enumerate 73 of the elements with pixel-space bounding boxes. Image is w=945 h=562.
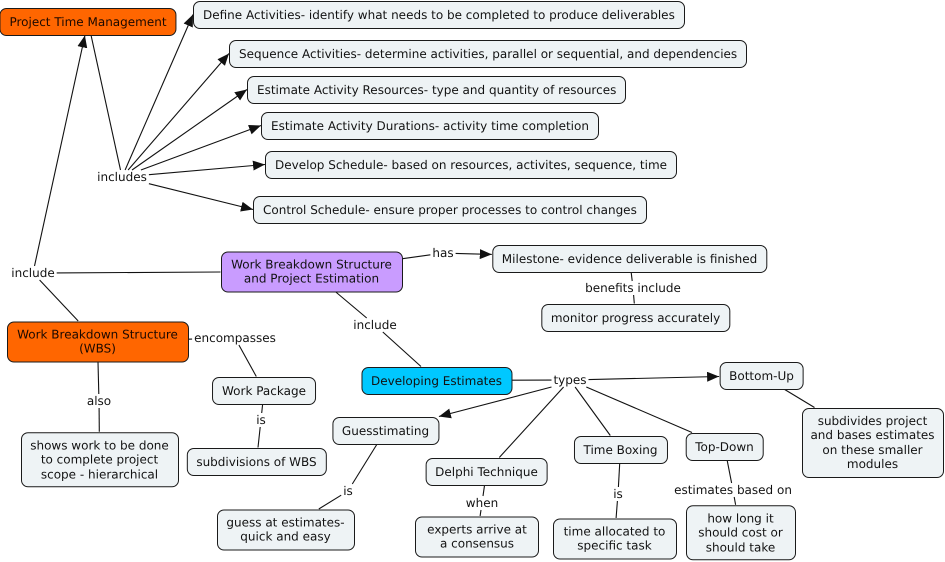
concept-box: Delphi Technique: [425, 458, 548, 486]
linking-phrase: include: [9, 266, 57, 280]
concept-box: Top-Down: [685, 432, 764, 460]
connector-line: [784, 389, 815, 408]
arrow: [148, 183, 254, 212]
concept-box: Define Activities- identify what needs to be completed to produce deliverables: [193, 0, 685, 28]
concept-box: monitor progress accurately: [540, 304, 730, 332]
arrow: [438, 386, 552, 418]
linking-phrase: benefits include: [583, 281, 683, 295]
linking-phrase: is: [341, 484, 355, 498]
connector-line: [98, 408, 100, 432]
concept-box: Estimate Activity Durations- activity time completion: [261, 112, 599, 140]
arrow: [456, 249, 492, 260]
concept-box: shows work to be done to complete project scope - hierarchical: [20, 432, 178, 488]
connector-line: [335, 292, 368, 318]
concept-box: Bottom-Up: [719, 362, 804, 390]
concept-box: Time Boxing: [573, 436, 668, 464]
arrow: [588, 372, 720, 382]
connector-line: [238, 344, 257, 377]
concept-box: subdivides project and bases estimates on these smaller modules: [802, 408, 944, 478]
arrow: [132, 89, 248, 170]
connector-line: [512, 380, 552, 381]
concept-box: Sequence Activities- determine activities, parallel or sequential, and dependencies: [229, 40, 748, 68]
arrow: [140, 124, 262, 171]
concept-box: Guesstimating: [332, 416, 440, 444]
connector-line: [382, 332, 422, 367]
connector-line: [586, 386, 692, 433]
concept-box: time allocated to specific task: [552, 518, 676, 559]
connector-line: [480, 510, 482, 516]
connector-line: [56, 271, 220, 274]
arrow: [34, 35, 88, 266]
concept-box: Developing Estimates: [360, 366, 512, 394]
linking-phrase: estimates based on: [672, 483, 794, 497]
concept-box: subdivisions of WBS: [186, 448, 327, 476]
connector-line: [352, 444, 378, 484]
concept-box: how long it should cost or should take: [686, 504, 796, 560]
concept-box: Work Package: [212, 376, 316, 404]
linking-phrase: types: [551, 373, 589, 387]
linking-phrase: when: [464, 496, 500, 510]
connector-line: [257, 426, 261, 448]
linking-phrase: is: [611, 487, 625, 501]
concept-box: Control Schedule- ensure proper processes to control changes: [253, 196, 647, 224]
connector-line: [616, 500, 618, 518]
connector-line: [726, 460, 732, 484]
linking-phrase: also: [84, 394, 114, 408]
connector-line: [90, 35, 122, 170]
concept-box: experts arrive at a consensus: [415, 516, 539, 557]
linking-phrase: includes: [95, 170, 149, 184]
arrow: [124, 14, 194, 170]
connector-line: [574, 386, 611, 436]
connector-line: [734, 496, 736, 505]
linking-phrase: has: [430, 246, 456, 260]
concept-box: Estimate Activity Resources- type and quantity of resources: [247, 76, 626, 104]
linking-phrase: encompasses: [192, 331, 278, 345]
connector-line: [618, 463, 620, 488]
connector-line: [318, 494, 342, 510]
concept-box: guess at estimates- quick and easy: [216, 509, 354, 550]
concept-box: Work Breakdown Structure and Project Estimation: [220, 251, 402, 292]
concept-box: Milestone- evidence deliverable is finished: [492, 244, 768, 272]
concept-box: Work Breakdown Structure (WBS): [6, 321, 188, 362]
linking-phrase: is: [254, 413, 268, 427]
concept-box: Develop Schedule- based on resources, activites, sequence, time: [265, 150, 678, 178]
concept-box: Project Time Management: [0, 8, 177, 36]
connector-line: [498, 386, 564, 458]
connector-line: [482, 485, 486, 496]
arrow: [128, 53, 230, 170]
connector-line: [261, 404, 264, 414]
linking-phrase: include: [351, 318, 399, 332]
connector-line: [39, 280, 79, 322]
connector-line: [402, 254, 430, 260]
connector-line: [633, 294, 635, 304]
arrow: [148, 160, 266, 176]
connector-line: [97, 362, 100, 394]
